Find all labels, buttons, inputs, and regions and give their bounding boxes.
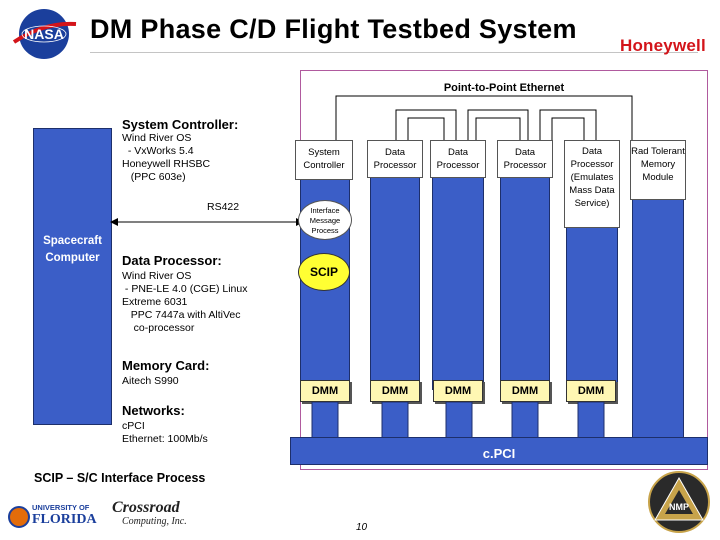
memory-card-heading: Memory Card:: [122, 358, 210, 373]
rs422-link: [110, 218, 304, 226]
system-controller-heading: System Controller:: [122, 117, 239, 132]
nmp-mission-badge-icon: NMP: [648, 471, 710, 533]
crossroad-computing-logo: Crossroad Computing, Inc.: [112, 499, 187, 528]
honeywell-logo: Honeywell: [620, 36, 706, 55]
data-processor-details: Wind River OS - PNE-LE 4.0 (CGE) Linux E…: [122, 270, 248, 334]
dmm-module-5: DMM: [566, 380, 616, 402]
cpci-bus: c.PCI: [290, 437, 708, 465]
university-seal-icon: [8, 506, 30, 528]
svg-text:NMP: NMP: [669, 502, 689, 512]
scip-node: SCIP: [298, 253, 350, 291]
interface-message-process: Interface Message Process: [298, 200, 352, 240]
spacecraft-computer: [33, 128, 112, 425]
networks-heading: Networks:: [122, 403, 185, 418]
scip-footnote: SCIP – S/C Interface Process: [34, 471, 206, 485]
page-title: DM Phase C/D Flight Testbed System: [90, 14, 577, 44]
ethernet-links: [335, 95, 633, 140]
mass-data-processor-label: Data Processor (Emulates Mass Data Servi…: [564, 140, 620, 228]
svg-text:NASA: NASA: [24, 26, 64, 42]
data-processor-label-2: Data Processor: [430, 140, 486, 178]
nasa-logo-icon: NASA: [12, 9, 77, 59]
dmm-module-1: DMM: [300, 380, 350, 402]
data-processor-heading: Data Processor:: [122, 253, 222, 268]
bus-connectors: [311, 402, 605, 438]
data-processor-column-3: [500, 140, 550, 390]
rs422-label: RS422: [207, 201, 240, 213]
memory-card-details: Aitech S990: [122, 375, 179, 387]
page-number: 10: [356, 522, 368, 533]
system-controller-label: System Controller: [295, 140, 353, 180]
data-processor-label-1: Data Processor: [367, 140, 423, 178]
system-controller-details: Wind River OS - VxWorks 5.4 Honeywell RH…: [122, 132, 211, 183]
university-of-florida-logo: UNIVERSITY OF FLORIDA: [32, 503, 97, 527]
dmm-module-3: DMM: [433, 380, 483, 402]
title-rule: [90, 52, 698, 53]
ethernet-label: Point-to-Point Ethernet: [443, 82, 565, 94]
dmm-module-2: DMM: [370, 380, 420, 402]
networks-details: cPCI Ethernet: 100Mb/s: [122, 420, 208, 445]
data-processor-column-1: [370, 140, 420, 390]
dmm-module-4: DMM: [500, 380, 550, 402]
data-processor-column-2: [432, 140, 484, 390]
data-processor-label-3: Data Processor: [497, 140, 553, 178]
rad-tolerant-memory-label: Rad Tolerant Memory Module: [630, 140, 686, 200]
spacecraft-computer-label: Spacecraft Computer: [43, 235, 102, 264]
